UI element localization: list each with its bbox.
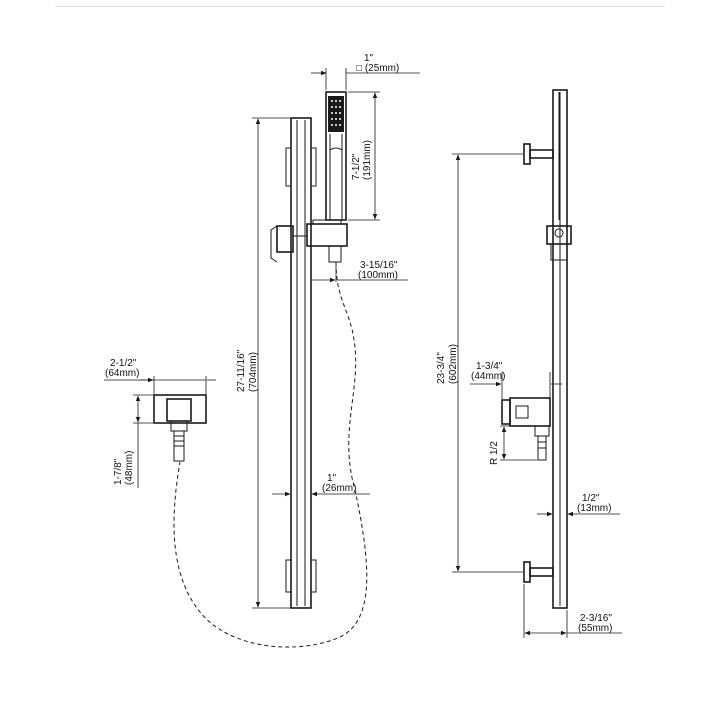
dim-holder-offset: 3-15/16" (100mm) xyxy=(312,260,408,283)
thread-label: R 1/2 xyxy=(489,441,500,465)
dim-elbow-width: 2-1/2" (64mm) xyxy=(104,358,216,394)
bar-depth-metric: (13mm) xyxy=(577,503,611,514)
dim-mount-spacing: 23-3/4" (602mm) xyxy=(436,153,523,573)
dim-bar-depth: 1/2" (13mm) xyxy=(537,493,620,517)
dim-elbow-height: 1-7/8" (48mm) xyxy=(113,394,153,488)
holder-offset-imperial: 3-15/16" xyxy=(360,260,398,271)
bar-length-metric: (704mm) xyxy=(248,352,259,392)
holder-offset-metric: (100mm) xyxy=(358,270,398,281)
outlet-projection-imperial: 1-3/4" xyxy=(476,361,503,372)
dim-handset-width: 1" □ (25mm) xyxy=(311,53,420,90)
bar-depth-imperial: 1/2" xyxy=(582,493,600,504)
front-view: 1" □ (25mm) 7-1/2" (191mm) 3-15/16" (100… xyxy=(104,53,420,648)
elbow-width-imperial: 2-1/2" xyxy=(110,358,137,369)
elbow-height-metric: (48mm) xyxy=(124,451,135,485)
dim-thread: R 1/2 xyxy=(489,425,537,465)
bar-width-metric: (26mm) xyxy=(322,483,356,494)
total-depth-metric: (55mm) xyxy=(578,623,612,634)
elbow-height-imperial: 1-7/8" xyxy=(113,458,124,485)
side-holder xyxy=(546,225,572,261)
dim-outlet-projection: 1-3/4" (44mm) xyxy=(470,361,562,399)
side-top-mount xyxy=(523,143,554,165)
slide-bar xyxy=(285,117,317,609)
dim-total-depth: 2-3/16" (55mm) xyxy=(523,584,622,638)
side-wall-outlet xyxy=(501,397,551,461)
handset-length-imperial: 7-1/2" xyxy=(351,153,362,180)
bar-width-imperial: 1" xyxy=(327,473,337,484)
handset-width-metric: □ (25mm) xyxy=(356,63,399,74)
total-depth-imperial: 2-3/16" xyxy=(580,613,612,624)
wall-elbow xyxy=(153,394,207,462)
mount-spacing-metric: (602mm) xyxy=(448,344,459,384)
dim-handset-length: 7-1/2" (191mm) xyxy=(348,91,380,221)
side-bar xyxy=(552,89,568,609)
dim-bar-width: 1" (26mm) xyxy=(272,473,370,497)
slider-holder xyxy=(270,219,348,263)
handset-length-metric: (191mm) xyxy=(362,140,373,180)
shower-hose xyxy=(173,261,368,648)
top-border-line xyxy=(55,6,665,7)
side-view: 23-3/4" (602mm) 1-3/4" (44mm) R 1/2 xyxy=(436,89,622,638)
hand-shower xyxy=(325,91,347,221)
mount-spacing-imperial: 23-3/4" xyxy=(436,352,447,384)
dim-bar-length: 27-11/16" (704mm) xyxy=(236,117,290,609)
outlet-projection-metric: (44mm) xyxy=(471,371,505,382)
handset-width-imperial: 1" xyxy=(364,53,374,64)
bar-length-imperial: 27-11/16" xyxy=(236,349,247,392)
side-bottom-mount xyxy=(523,561,554,583)
elbow-width-metric: (64mm) xyxy=(105,368,139,379)
